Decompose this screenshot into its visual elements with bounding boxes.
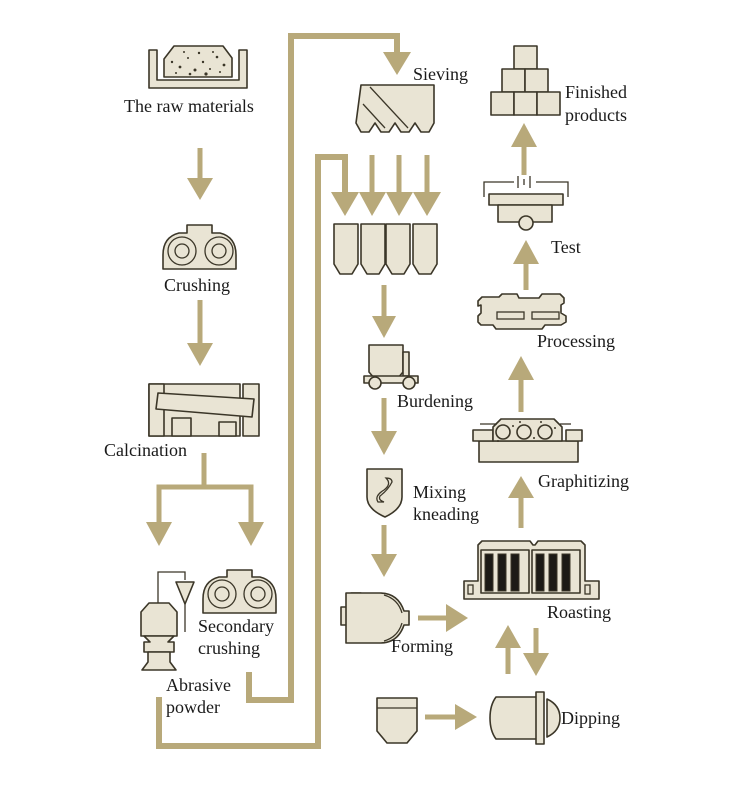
raw-materials-tray-icon: [148, 45, 248, 89]
label-mixing-kneading-line2: kneading: [413, 504, 479, 524]
arrow-roasting-to-dipping: [523, 628, 549, 676]
label-test: Test: [551, 237, 581, 257]
label-forming: Forming: [391, 636, 453, 656]
finished-products-icon: [490, 45, 561, 116]
flow-connectors: [146, 33, 549, 749]
mixer-kneader-icon: [366, 468, 403, 518]
label-abrasive-powder-line2: powder: [166, 697, 220, 717]
arrow-calcination-split: [146, 453, 264, 546]
arrow-hopper-to-dipping: [425, 704, 477, 730]
label-abrasive-powder-line1: Abrasive: [166, 675, 231, 695]
arrow-mixing-to-forming: [371, 525, 397, 577]
arrow-roasting-to-graphitizing: [508, 476, 534, 528]
forming-press-icon: [340, 592, 410, 644]
label-crushing: Crushing: [164, 275, 230, 295]
label-secondary-crushing-line1: Secondary: [198, 616, 274, 636]
label-finished-products-line1: Finished: [565, 82, 627, 102]
label-processing: Processing: [537, 331, 615, 351]
processing-machine-icon: [477, 293, 567, 330]
arrow-burdening-to-mixing: [371, 398, 397, 455]
arrow-dipping-to-roasting: [495, 625, 521, 674]
arrow-test-to-finished: [511, 123, 537, 175]
label-graphitizing: Graphitizing: [538, 471, 629, 491]
arrow-processing-to-test: [513, 240, 539, 290]
abrasive-powder-mill-icon: [140, 571, 195, 671]
label-roasting: Roasting: [547, 602, 611, 622]
label-raw-materials: The raw materials: [124, 96, 254, 116]
dipping-tank-icon: [489, 691, 561, 745]
pipe-secondary-to-sieving: [246, 33, 400, 703]
label-sieving: Sieving: [413, 64, 468, 84]
dipping-feed-hopper-icon: [376, 697, 418, 744]
label-burdening: Burdening: [397, 391, 473, 411]
storage-bins-icon: [333, 223, 438, 275]
label-mixing-kneading-line1: Mixing: [413, 482, 466, 502]
arrow-crushing-to-calcination: [187, 300, 213, 366]
label-dipping: Dipping: [561, 708, 620, 728]
graphitizing-furnace-icon: [472, 418, 583, 463]
secondary-crusher-icon: [202, 569, 277, 614]
arrow-raw-to-crushing: [187, 148, 213, 200]
pipe-abrasive-to-sieving: [156, 154, 348, 749]
burdening-cart-icon: [363, 344, 419, 390]
arrow-head-sieving: [383, 52, 411, 75]
arrow-graphitizing-to-processing: [508, 356, 534, 412]
crusher-icon: [162, 224, 237, 270]
arrow-bins-to-burdening: [372, 285, 396, 338]
roasting-furnace-icon: [463, 540, 600, 600]
label-finished-products-line2: products: [565, 105, 627, 125]
arrows-sieving-to-bins: [331, 155, 441, 216]
arrow-forming-to-roasting: [418, 604, 468, 632]
calcination-kiln-icon: [148, 383, 260, 437]
label-secondary-crushing-line2: crushing: [198, 638, 260, 658]
test-rig-icon: [483, 176, 569, 231]
sieve-icon: [355, 84, 435, 133]
label-calcination: Calcination: [104, 440, 187, 460]
